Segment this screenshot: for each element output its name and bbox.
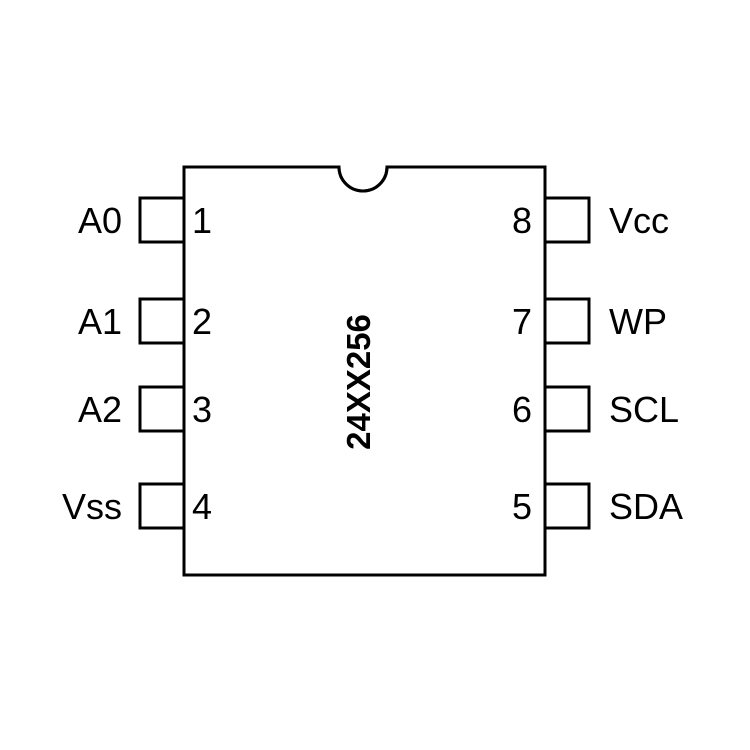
part-number: 24XX256 xyxy=(340,314,377,450)
pin-3-number: 3 xyxy=(192,389,212,430)
pin-7-name: WP xyxy=(609,301,667,342)
pin-2-number: 2 xyxy=(192,301,212,342)
pin-1-lead xyxy=(138,196,186,244)
pin-5-name: SDA xyxy=(609,486,683,527)
pin-3-lead xyxy=(138,385,186,433)
pin-2-name: A1 xyxy=(78,301,122,342)
pin-6-lead xyxy=(543,385,591,433)
orientation-notch xyxy=(337,166,389,193)
pin-6-number: 6 xyxy=(512,389,532,430)
pin-8-lead xyxy=(543,196,591,244)
pin-6-name: SCL xyxy=(609,389,679,430)
pin-1-name: A0 xyxy=(78,200,122,241)
pin-8-number: 8 xyxy=(512,200,532,241)
pin-2-lead xyxy=(138,297,186,345)
pin-5-lead xyxy=(543,482,591,530)
pin-3-name: A2 xyxy=(78,389,122,430)
pin-8-name: Vcc xyxy=(609,200,669,241)
pin-7-number: 7 xyxy=(512,301,532,342)
pin-5-number: 5 xyxy=(512,486,532,527)
pin-4-name: Vss xyxy=(62,486,122,527)
pin-1-number: 1 xyxy=(192,200,212,241)
pin-7-lead xyxy=(543,297,591,345)
pin-4-lead xyxy=(138,482,186,530)
pin-4-number: 4 xyxy=(192,486,212,527)
